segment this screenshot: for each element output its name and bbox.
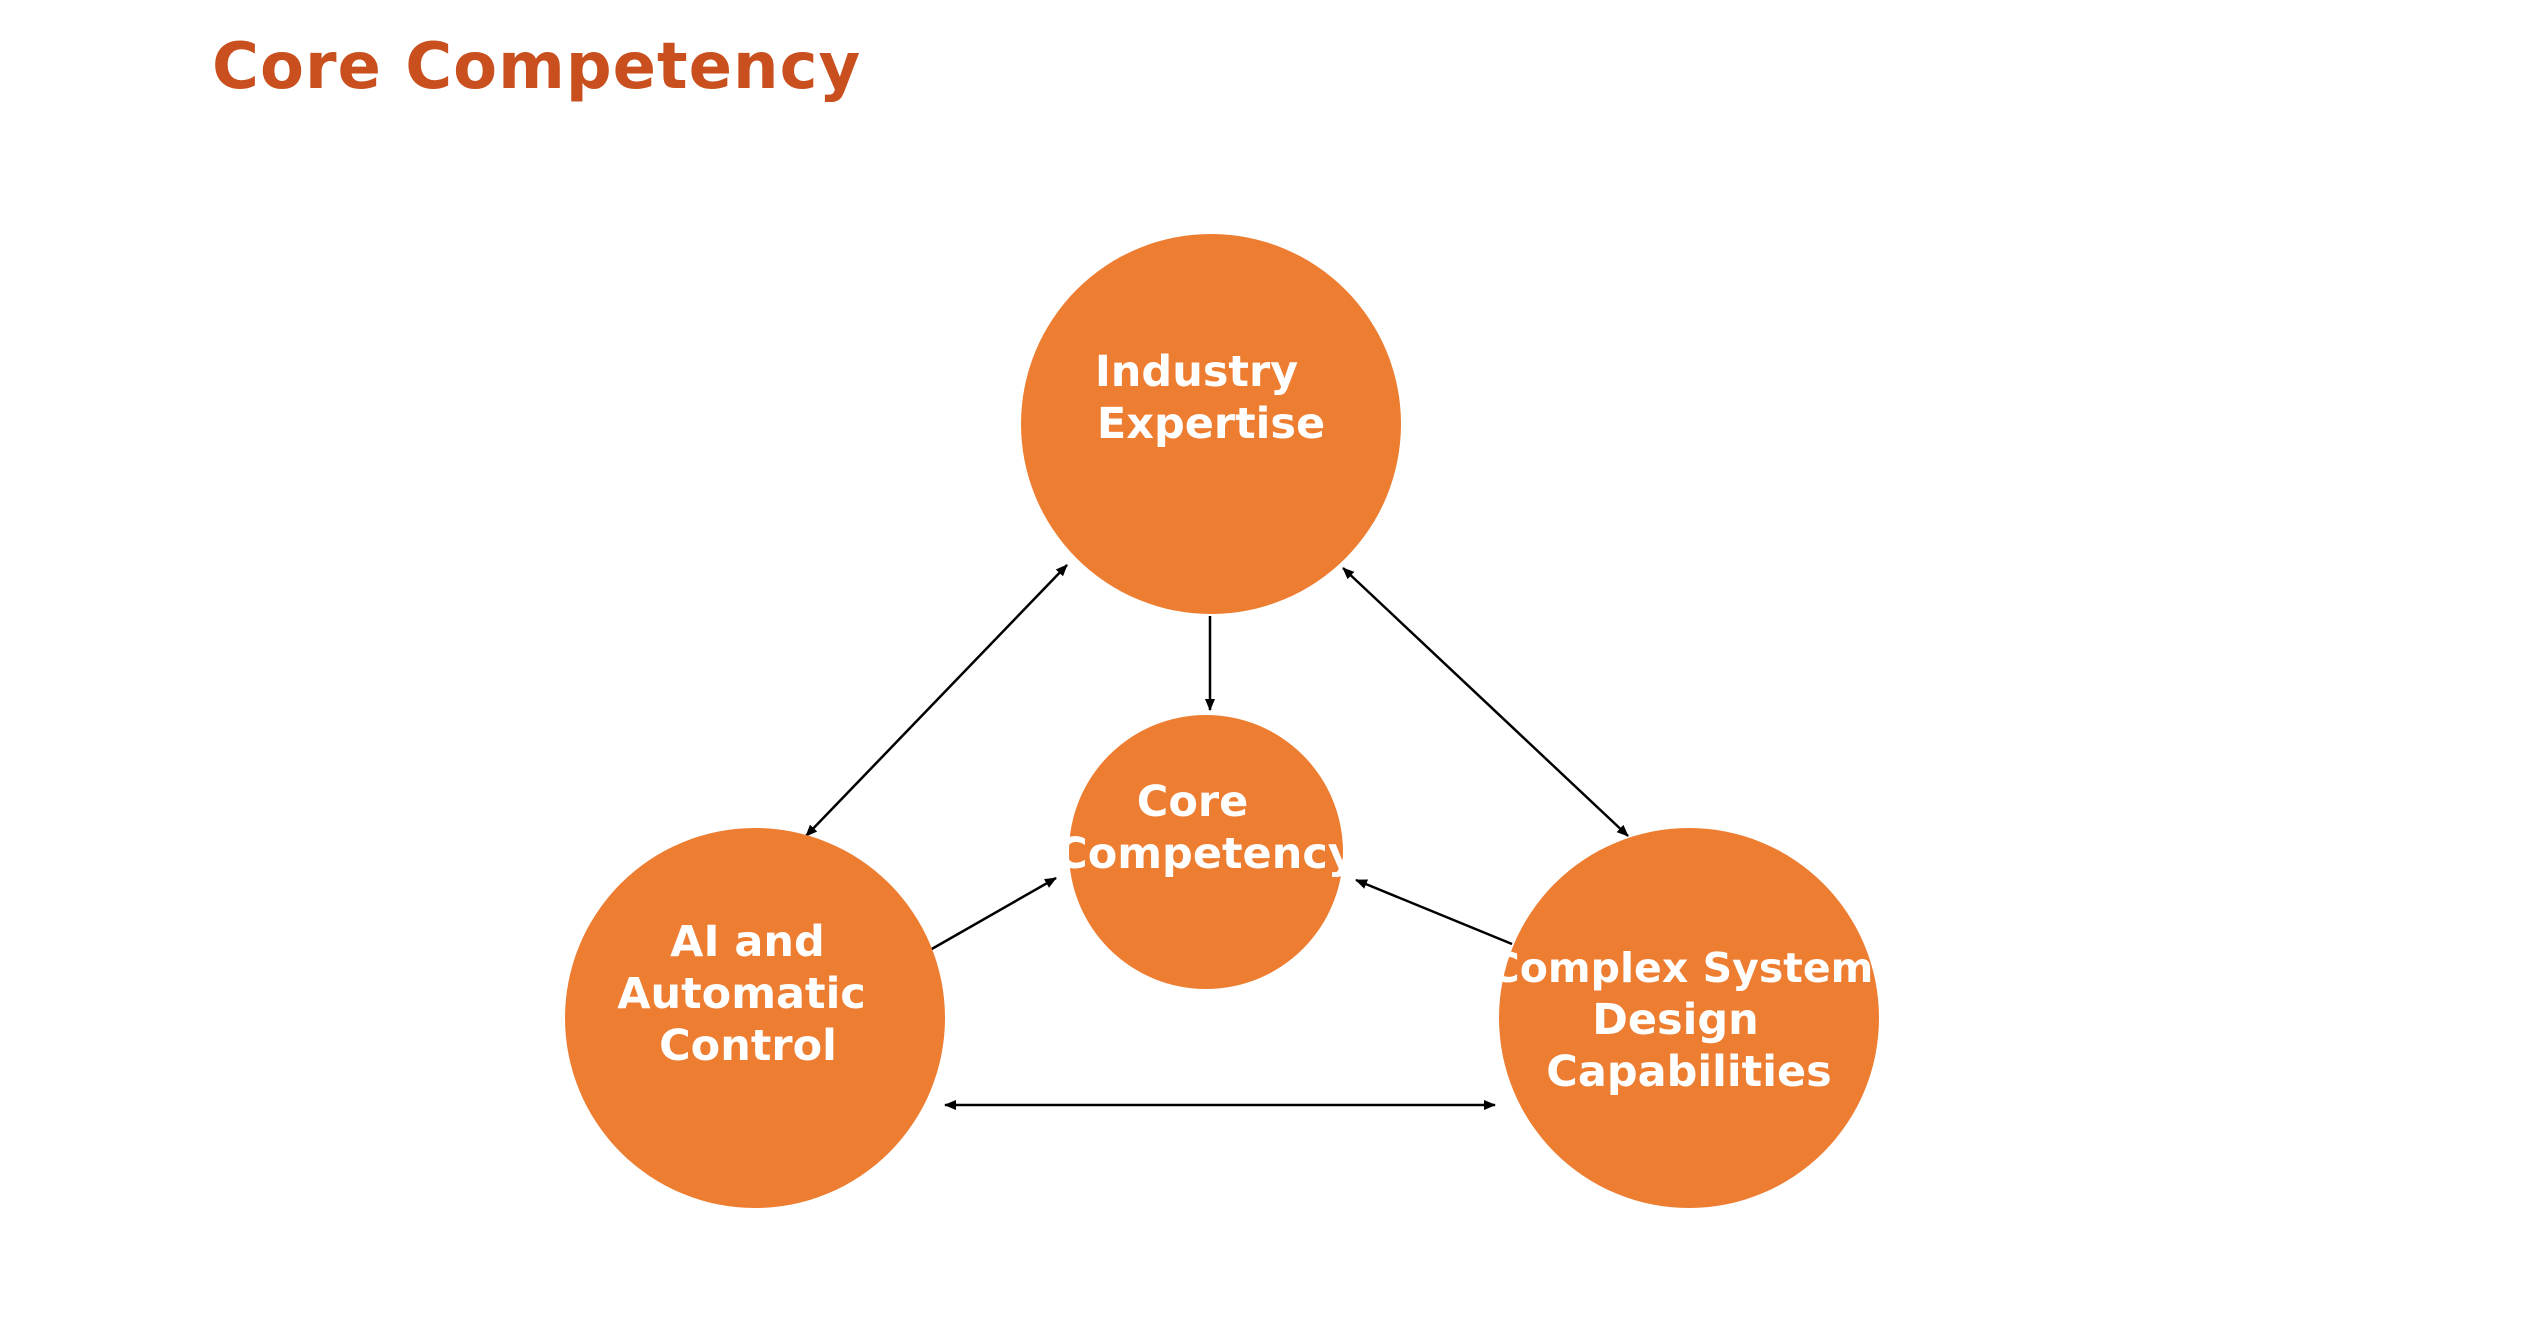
node-label-line: Design [1592,995,1759,1045]
node-label-line: Automatic [617,969,866,1019]
node-label-line: Capabilities [1546,1047,1831,1097]
node-industry-expertise: Industry Expertise [1021,234,1401,614]
node-label-line: Expertise [1097,399,1325,449]
arrow-complex-to-core [1355,878,1513,946]
node-ai-automatic-control: AI and Automatic Control [565,828,945,1208]
node-label: Complex System Design Capabilities [1490,943,1889,1097]
node-label: AI and Automatic Control [617,917,881,1071]
node-circle [565,828,945,1208]
arrow-industry-complex [1342,567,1629,837]
node-label-line: AI and [670,917,825,967]
node-label-line: Industry [1095,347,1298,397]
arrow-industry-ai [805,564,1068,837]
connectors [805,564,1629,1110]
arrow-ai-to-core [929,876,1057,952]
node-complex-system-design: Complex System Design Capabilities [1490,828,1889,1208]
page-title: Core Competency [212,30,862,104]
node-label: Core Competency [1056,777,1356,879]
node-label-line: Control [659,1021,837,1071]
node-label-line: Core [1137,777,1248,827]
node-circle [1069,715,1343,989]
node-core-competency: Core Competency [1056,715,1356,989]
node-label-line: Complex System [1490,944,1874,992]
node-circle [1499,828,1879,1208]
node-label-line: Competency [1056,829,1356,879]
node-circle [1021,234,1401,614]
node-label: Industry Expertise [1095,347,1325,449]
